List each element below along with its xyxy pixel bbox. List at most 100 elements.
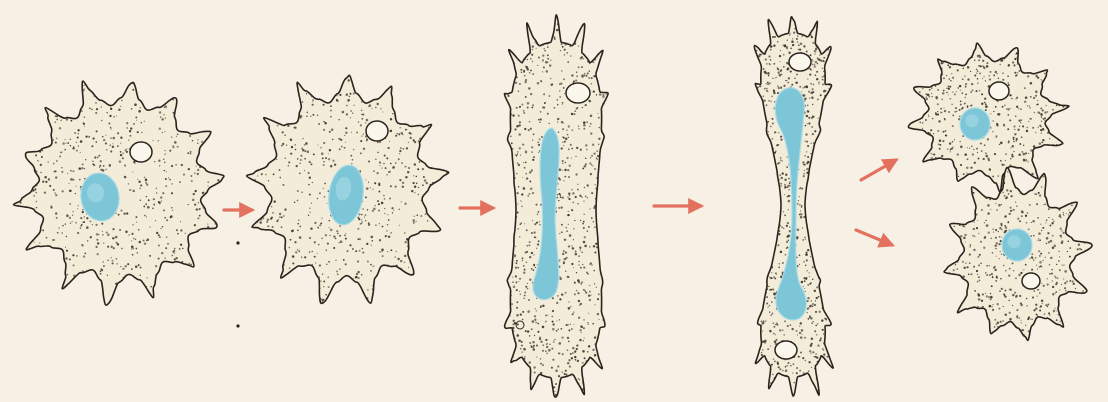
cytoplasm-granule xyxy=(100,169,103,172)
cytoplasm-granule xyxy=(994,269,997,272)
cytoplasm-granule xyxy=(956,91,957,92)
cytoplasm-granule xyxy=(147,238,149,240)
cytoplasm-granule xyxy=(959,115,961,117)
cytoplasm-granule xyxy=(527,245,529,247)
cytoplasm-granule xyxy=(155,274,157,276)
cytoplasm-granule xyxy=(995,203,996,204)
cytoplasm-granule xyxy=(578,261,579,262)
cytoplasm-granule xyxy=(317,253,318,254)
cytoplasm-granule xyxy=(1005,270,1007,272)
cytoplasm-granule xyxy=(578,378,579,379)
cytoplasm-granule xyxy=(1004,290,1006,292)
cytoplasm-granule xyxy=(767,286,768,287)
cytoplasm-granule xyxy=(1048,208,1050,210)
cytoplasm-granule xyxy=(929,89,931,91)
cytoplasm-granule xyxy=(772,313,774,315)
cytoplasm-granule xyxy=(810,317,812,319)
cytoplasm-granule xyxy=(593,221,594,222)
cytoplasm-granule xyxy=(373,265,375,267)
cytoplasm-granule xyxy=(72,254,74,256)
cytoplasm-granule xyxy=(192,199,195,202)
cytoplasm-granule xyxy=(146,216,147,217)
cytoplasm-granule xyxy=(301,191,303,193)
cytoplasm-granule xyxy=(583,241,586,244)
cytoplasm-granule xyxy=(514,254,516,256)
cytoplasm-granule xyxy=(592,323,594,325)
cytoplasm-granule xyxy=(306,115,308,117)
cytoplasm-granule xyxy=(770,49,772,51)
cytoplasm-granule xyxy=(807,300,809,302)
cytoplasm-granule xyxy=(810,54,812,56)
cytoplasm-granule xyxy=(765,292,767,294)
cytoplasm-granule xyxy=(536,222,538,224)
cytoplasm-granule xyxy=(790,47,792,49)
cytoplasm-granule xyxy=(101,120,103,122)
cytoplasm-granule xyxy=(513,242,515,244)
cytoplasm-granule xyxy=(1031,222,1032,223)
cytoplasm-granule xyxy=(537,243,539,245)
cytoplasm-granule xyxy=(141,132,142,133)
cytoplasm-granule xyxy=(1012,262,1014,264)
cytoplasm-granule xyxy=(1063,232,1065,234)
cytoplasm-granule xyxy=(1039,261,1042,264)
cytoplasm-granule xyxy=(803,286,804,287)
cytoplasm-granule xyxy=(1047,278,1048,279)
cytoplasm-granule xyxy=(567,157,569,159)
cytoplasm-granule xyxy=(279,177,281,179)
cytoplasm-granule xyxy=(109,115,111,117)
cytoplasm-granule xyxy=(271,206,272,207)
cytoplasm-granule xyxy=(132,254,134,256)
cytoplasm-granule xyxy=(973,228,975,230)
cytoplasm-granule xyxy=(542,59,544,61)
cytoplasm-granule xyxy=(41,156,43,158)
cytoplasm-granule xyxy=(398,209,400,211)
cytoplasm-granule xyxy=(367,209,368,210)
cytoplasm-granule xyxy=(70,170,72,172)
cytoplasm-granule xyxy=(590,157,592,159)
cytoplasm-granule xyxy=(1035,90,1038,93)
cytoplasm-granule xyxy=(769,82,771,84)
cytoplasm-granule xyxy=(932,118,933,119)
cytoplasm-granule xyxy=(814,330,816,332)
cytoplasm-granule xyxy=(60,152,61,153)
cytoplasm-granule xyxy=(365,220,366,221)
cytoplasm-granule xyxy=(376,103,378,105)
cytoplasm-granule xyxy=(322,299,324,301)
cytoplasm-granule xyxy=(520,155,521,156)
cytoplasm-granule xyxy=(561,231,563,233)
cytoplasm-granule xyxy=(1032,296,1034,298)
cytoplasm-granule xyxy=(150,286,152,288)
cytoplasm-granule xyxy=(323,104,325,106)
cytoplasm-granule xyxy=(516,76,518,78)
cytoplasm-granule xyxy=(993,111,994,112)
cytoplasm-granule xyxy=(164,150,165,151)
cytoplasm-granule xyxy=(765,58,767,60)
cytoplasm-granule xyxy=(983,247,985,249)
cytoplasm-granule xyxy=(203,206,205,208)
cytoplasm-granule xyxy=(418,187,419,188)
cytoplasm-granule xyxy=(341,146,343,148)
cytoplasm-granule xyxy=(806,251,808,253)
cytoplasm-granule xyxy=(1003,57,1005,59)
cytoplasm-granule xyxy=(118,214,120,216)
cytoplasm-granule xyxy=(802,357,804,359)
cytoplasm-granule xyxy=(988,159,990,161)
cytoplasm-granule xyxy=(580,303,582,305)
cytoplasm-granule xyxy=(1033,290,1035,292)
cytoplasm-granule xyxy=(1044,117,1046,119)
cytoplasm-granule xyxy=(814,290,816,292)
cytoplasm-granule xyxy=(295,149,297,151)
cytoplasm-granule xyxy=(386,230,387,231)
cytoplasm-granule xyxy=(1017,129,1019,131)
cytoplasm-granule xyxy=(390,185,392,187)
cytoplasm-granule xyxy=(156,192,157,193)
cytoplasm-granule xyxy=(532,192,534,194)
cytoplasm-granule xyxy=(304,170,305,171)
cytoplasm-granule xyxy=(557,365,559,367)
cytoplasm-granule xyxy=(361,214,362,215)
cytoplasm-granule xyxy=(598,127,600,129)
cytoplasm-granule xyxy=(816,356,818,358)
cytoplasm-granule xyxy=(1015,201,1016,202)
cytoplasm-granule xyxy=(47,161,48,162)
